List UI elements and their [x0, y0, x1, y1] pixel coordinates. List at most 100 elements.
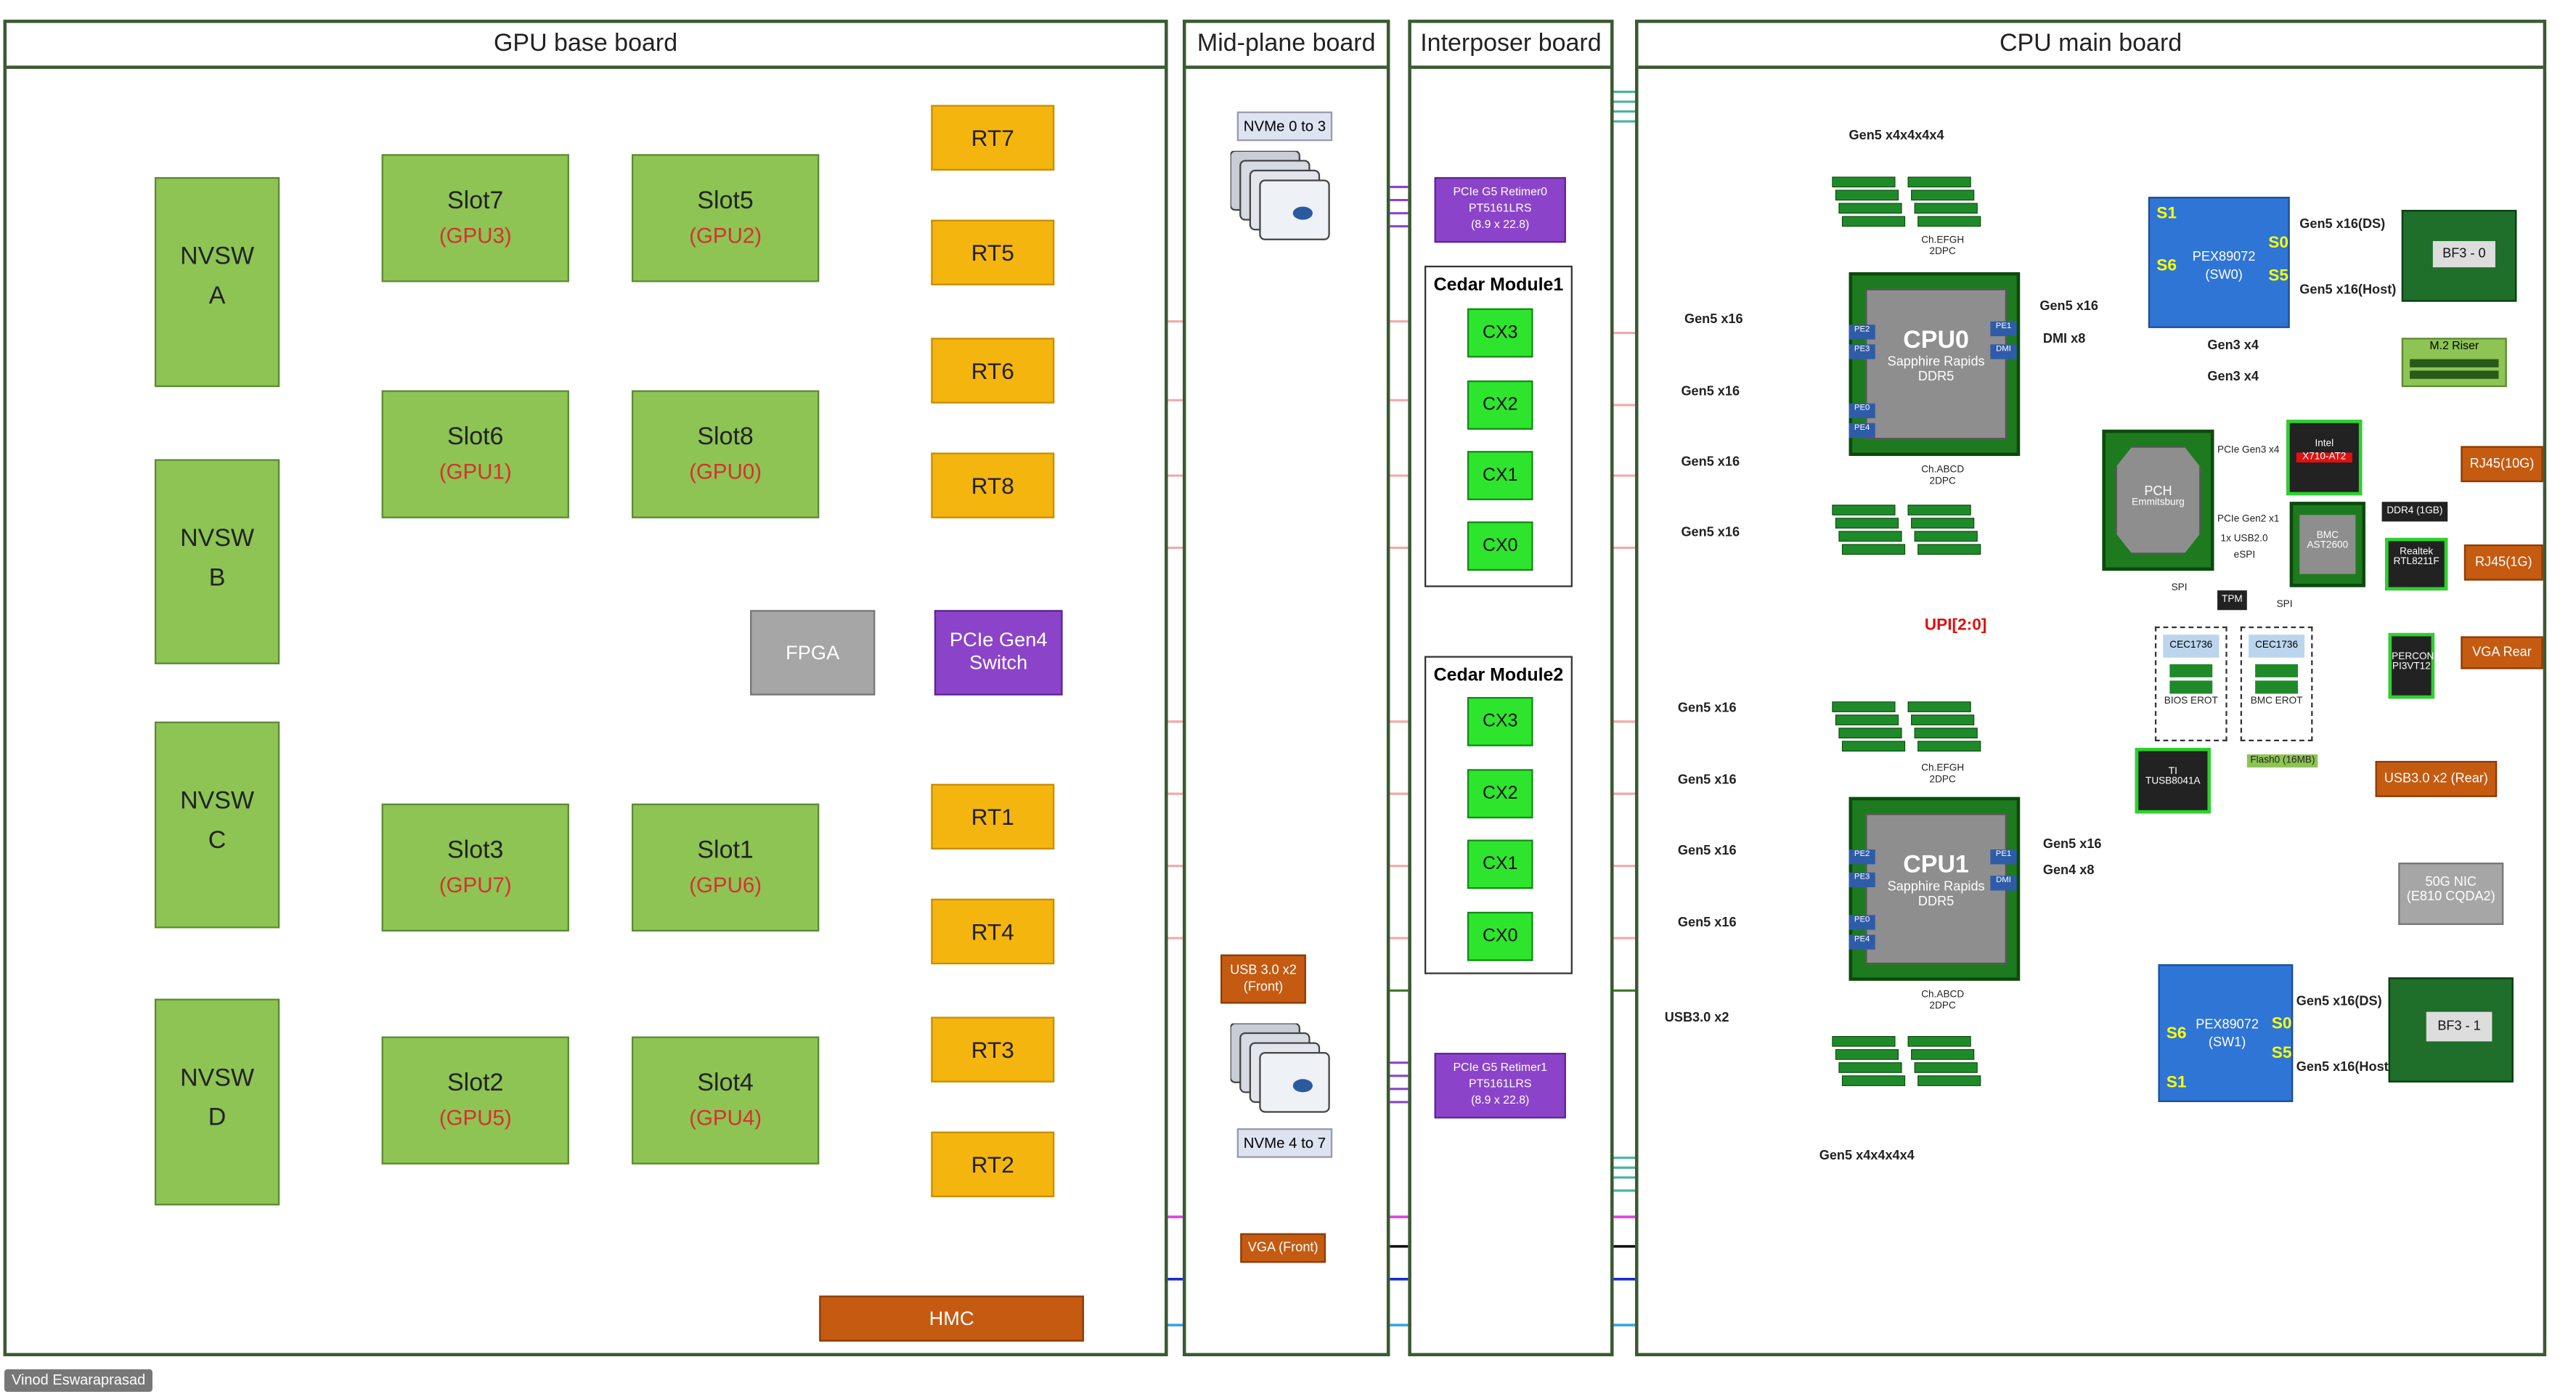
rt5: RT5: [931, 219, 1055, 286]
sw0-name: PEX89072: [2192, 249, 2256, 264]
ti-name: TI: [2168, 767, 2177, 778]
cpu1-sub: Sapphire Rapids: [1887, 879, 1985, 894]
nvsw-label: NVSW: [180, 242, 255, 271]
slot-name: Slot3: [447, 836, 504, 865]
nvsw-label: NVSW: [180, 524, 255, 553]
hmc: HMC: [819, 1295, 1085, 1342]
cx0-module2: CX0: [1467, 911, 1533, 961]
slot8: Slot8 (GPU0): [631, 390, 820, 518]
cpu1-gen5-label: Gen5 x16: [2042, 836, 2102, 852]
pcie-gen3x4-label: PCIe Gen3 x4: [2217, 446, 2280, 456]
switch-line1: PCIe Gen4: [949, 628, 1048, 651]
retimer1-line1: PCIe G5 Retimer1: [1453, 1062, 1548, 1075]
cpu1-ch-bot: Ch.ABCD 2DPC: [1921, 990, 1964, 1014]
cx1-module2: CX1: [1467, 839, 1533, 889]
cpu0-ch-bot-label: Ch.ABCD: [1921, 465, 1965, 476]
cpu-board-title: CPU main board: [1638, 23, 2543, 69]
cpu0-ch-bot: Ch.ABCD 2DPC: [1921, 465, 1964, 489]
bios-erot-label: BIOS EROT: [2164, 696, 2218, 707]
pch-sub: Emmitsburg: [2132, 498, 2185, 509]
slot-name: Slot1: [697, 836, 754, 865]
sw0-label: PEX89072 (SW0): [2186, 248, 2262, 284]
bf3-1-label: BF3 - 1: [2426, 1011, 2493, 1042]
pch-name: PCH: [2144, 484, 2172, 499]
vga-rear: VGA Rear: [2461, 636, 2543, 669]
sw0-s6: S6: [2156, 257, 2177, 276]
slot-name: Slot2: [447, 1069, 504, 1098]
sw1-s0: S0: [2271, 1015, 2292, 1034]
retimer0-line2: PT5161LRS: [1469, 203, 1532, 215]
bios-cec: CEC1736: [2163, 635, 2220, 658]
gen5-label-4: Gen5 x16: [1681, 524, 1740, 540]
cpu0-port-pe1: PE1: [1990, 321, 2017, 337]
slot-gpu: (GPU3): [439, 223, 512, 248]
retimer1-line3: (8.9 x 22.8): [1471, 1095, 1530, 1107]
bmc-sub: AST2600: [2307, 541, 2349, 551]
dimm-cpu1-bottom-icon: [1829, 1033, 1986, 1092]
bmc-erot-label: BMC EROT: [2250, 696, 2303, 707]
pcie-gen2x1-label: PCIe Gen2 x1: [2217, 515, 2280, 525]
gen5-label-5: Gen5 x16: [1677, 700, 1737, 715]
rj45-10g: RJ45(10G): [2461, 446, 2543, 483]
slot-gpu: (GPU7): [439, 872, 512, 897]
bmc: BMC AST2600: [2289, 502, 2365, 587]
sw0-host-label: Gen5 x16(Host): [2299, 282, 2397, 297]
cpu1-ch-top: Ch.EFGH 2DPC: [1921, 765, 1964, 788]
nvme-top-label: NVMe 0 to 3: [1236, 111, 1333, 142]
espi-label: eSPI: [2233, 550, 2256, 561]
nvsw-letter: C: [208, 826, 227, 855]
nic-name: 50G NIC: [2425, 873, 2477, 889]
gen5-label-6: Gen5 x16: [1677, 772, 1737, 788]
percon-switch: PERCON PI3VT12: [2388, 632, 2435, 699]
m2-riser: M.2 Riser: [2401, 338, 2507, 388]
gen5-label-7: Gen5 x16: [1677, 843, 1737, 858]
ti-model: TUSB8041A: [2145, 777, 2201, 788]
cpu0-port-pe3: PE3: [1849, 344, 1875, 359]
flash-label: Flash0 (16MB): [2246, 754, 2319, 768]
ti-usb-hub: TI TUSB8041A: [2135, 748, 2211, 814]
cpu1-ch-bot-label: Ch.ABCD: [1921, 990, 1965, 1000]
cpu0-sub: Sapphire Rapids: [1887, 354, 1985, 370]
usb2-label: 1x USB2.0: [2220, 534, 2268, 545]
slot-gpu: (GPU2): [689, 223, 762, 248]
cpu1-ch-top-dpc: 2DPC: [1929, 775, 1956, 786]
upi-label: UPI[2:0]: [1924, 616, 1987, 635]
bf3-1-card: BF3 - 1: [2388, 977, 2514, 1083]
cedar2-title: Cedar Module2: [1433, 666, 1564, 686]
slot-gpu: (GPU6): [689, 872, 762, 897]
bmc-die: BMC AST2600: [2299, 515, 2356, 574]
bmc-erot: CEC1736 BMC EROT: [2240, 626, 2313, 741]
cpu0-ch-top: Ch.EFGH 2DPC: [1921, 236, 1964, 259]
intel-x710: Intel X710-AT2: [2286, 420, 2363, 496]
slot-name: Slot7: [447, 187, 504, 215]
watermark: Vinod Eswaraprasad: [4, 1369, 153, 1392]
intel-name: Intel: [2315, 439, 2334, 449]
sw0-ds-label: Gen5 x16(DS): [2299, 216, 2386, 232]
cpu0-port-pe2: PE2: [1849, 325, 1875, 340]
usb30-label: USB3.0 x2: [1664, 1010, 1729, 1025]
cpu1-port-pe4: PE4: [1849, 934, 1875, 950]
nic-model: (E810 CQDA2): [2406, 889, 2495, 904]
nvsw-b: NVSW B: [154, 459, 280, 664]
slot-gpu: (GPU4): [689, 1105, 762, 1130]
usb-front: USB 3.0 x2 (Front): [1220, 954, 1306, 1004]
slot-gpu: (GPU5): [439, 1105, 512, 1130]
realtek-name: Realtek: [2400, 547, 2434, 558]
rt4: RT4: [931, 898, 1055, 965]
slot4: Slot4 (GPU4): [631, 1036, 820, 1165]
cx1-module1: CX1: [1467, 451, 1533, 500]
cpu1-die: CPU1 Sapphire Rapids DDR5: [1865, 813, 2008, 965]
cpu0-port-dmi: DMI: [1990, 344, 2017, 359]
sw1-ds-label: Gen5 x16(DS): [2296, 993, 2382, 1009]
cpu1-ch-top-label: Ch.EFGH: [1921, 764, 1965, 775]
nvsw-c: NVSW C: [154, 721, 280, 929]
sw0-sub: (SW0): [2205, 267, 2243, 282]
nvsw-letter: B: [208, 564, 226, 592]
cedar1-title: Cedar Module1: [1433, 275, 1564, 295]
pcie-g5-retimer1: PCIe G5 Retimer1 PT5161LRS (8.9 x 22.8): [1434, 1053, 1566, 1119]
percon-model: PI3VT12: [2392, 662, 2431, 673]
top-link-label: Gen5 x4x4x4x4: [1849, 128, 1944, 143]
cpu1-port-pe1: PE1: [1990, 849, 2017, 865]
bf3-0-label: BF3 - 0: [2432, 241, 2495, 268]
usb-front-line1: USB 3.0 x2: [1230, 962, 1297, 978]
